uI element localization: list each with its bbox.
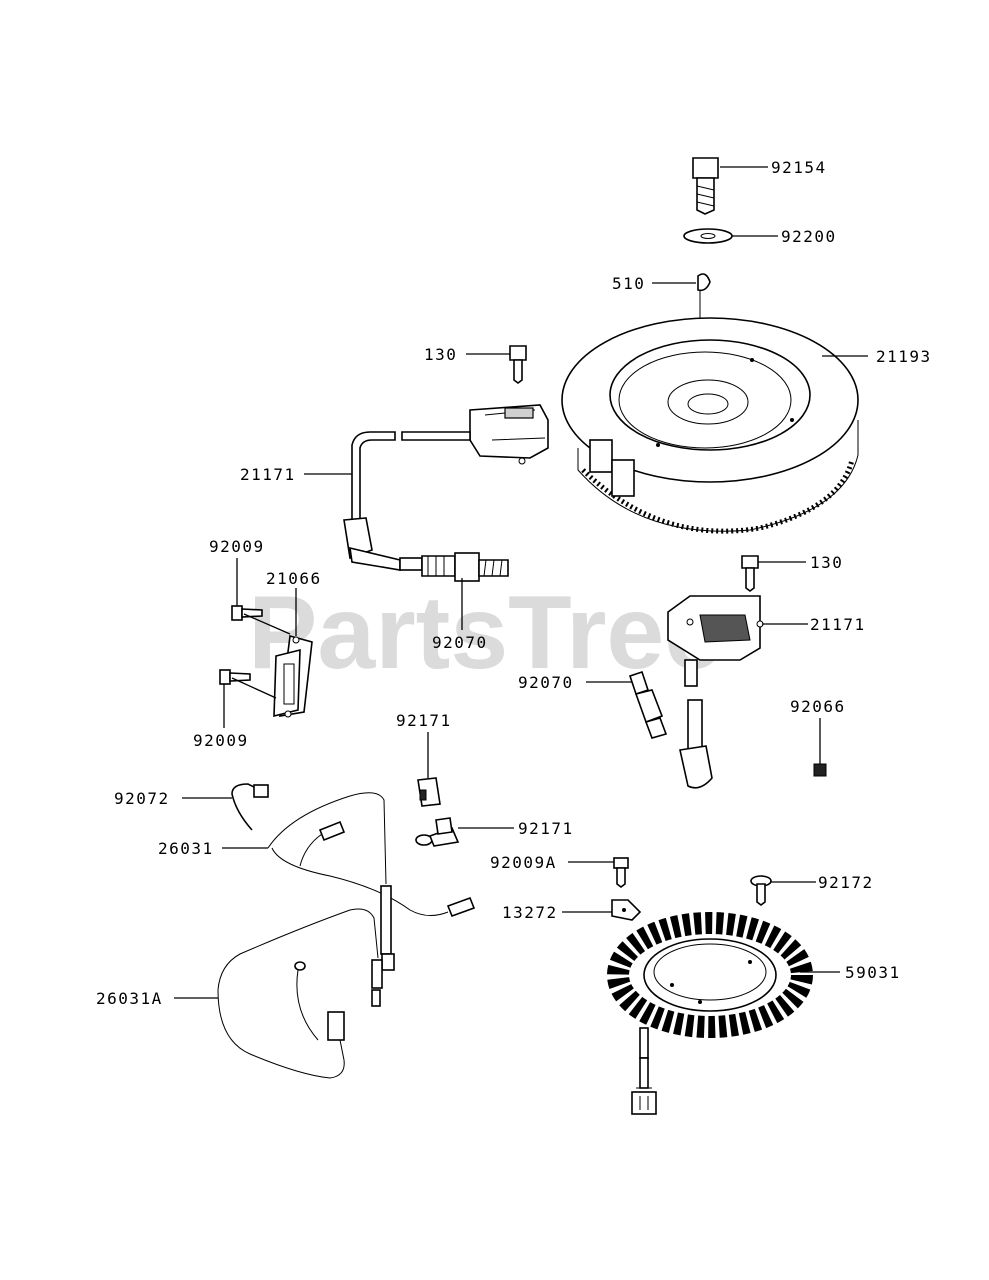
callout-59031[interactable]: 59031 (845, 963, 901, 982)
stator-screw-part (613, 857, 629, 888)
callout-21066[interactable]: 21066 (266, 569, 322, 588)
coil-bolt-upper-part (509, 345, 527, 384)
ignition-coil-upper-part (343, 404, 549, 571)
callout-21171-lower[interactable]: 21171 (810, 615, 866, 634)
ignition-coil-lower-part (667, 595, 764, 789)
callout-92172[interactable]: 92172 (818, 873, 874, 892)
callout-92066[interactable]: 92066 (790, 697, 846, 716)
callout-21171-upper[interactable]: 21171 (240, 465, 296, 484)
stator-part (607, 912, 813, 1115)
callout-13272[interactable]: 13272 (502, 903, 558, 922)
callout-130-upper[interactable]: 130 (424, 345, 457, 364)
callout-92070-right[interactable]: 92070 (518, 673, 574, 692)
bracket-part (611, 899, 642, 921)
callout-92171-upper[interactable]: 92171 (396, 711, 452, 730)
connector-terminal-upper-part (417, 777, 441, 807)
leader-21066-screw (243, 613, 291, 635)
callout-92009-upper[interactable]: 92009 (209, 537, 265, 556)
flywheel-key-part (697, 273, 711, 292)
callout-92171-lower[interactable]: 92171 (518, 819, 574, 838)
callout-92070-left[interactable]: 92070 (432, 633, 488, 652)
partstree-watermark: PartsTree (248, 575, 722, 691)
screw-lower-part (219, 669, 251, 685)
callout-92200[interactable]: 92200 (781, 227, 837, 246)
stator-bolt-part (750, 875, 772, 906)
flywheel-washer-part (683, 228, 733, 244)
screw-upper-part (231, 605, 263, 621)
nut-part (813, 763, 827, 777)
leader-92009-lower-diag (231, 677, 277, 699)
callout-26031[interactable]: 26031 (158, 839, 214, 858)
callout-130-lower[interactable]: 130 (810, 553, 843, 572)
callout-92009a[interactable]: 92009A (490, 853, 557, 872)
spark-plug-left-part (399, 552, 509, 582)
callout-92009-lower[interactable]: 92009 (193, 731, 249, 750)
flywheel-bolt-part (692, 157, 719, 215)
flywheel-part (561, 317, 859, 534)
callout-26031a[interactable]: 26031A (96, 989, 163, 1008)
callout-92072[interactable]: 92072 (114, 789, 170, 808)
wire-clamp-part (231, 783, 269, 831)
wiring-harness-a-part (217, 908, 383, 1079)
wiring-harness-part (267, 792, 476, 971)
spark-plug-right-part (628, 670, 668, 739)
ring-terminal-part (415, 817, 460, 847)
coil-bolt-lower-part (741, 555, 759, 592)
callout-510[interactable]: 510 (612, 274, 645, 293)
callout-92154[interactable]: 92154 (771, 158, 827, 177)
rectifier-part (273, 634, 313, 718)
callout-21193[interactable]: 21193 (876, 347, 932, 366)
